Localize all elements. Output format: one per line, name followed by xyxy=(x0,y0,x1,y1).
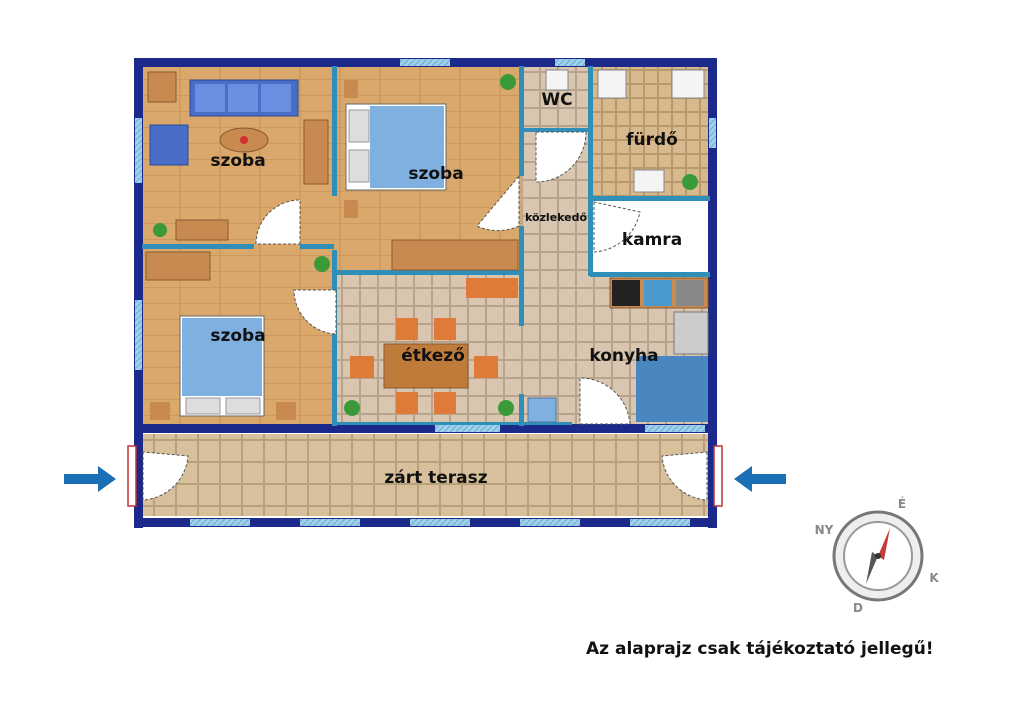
disclaimer-text: Az alaprajz csak tájékoztató jellegű! xyxy=(586,639,934,659)
furniture-room3 xyxy=(145,251,330,420)
arrow-left-icon xyxy=(734,466,786,492)
door-kitchen xyxy=(579,377,631,425)
door-pantry xyxy=(593,201,641,253)
door-room3 xyxy=(293,289,337,335)
label-room1: szoba xyxy=(210,151,265,171)
compass-south: D xyxy=(853,601,863,615)
furniture-room1 xyxy=(147,71,329,241)
label-terrace: zárt terasz xyxy=(384,468,487,488)
bathroom-fixtures xyxy=(545,69,705,193)
door-terrace-left xyxy=(142,451,189,501)
compass-west: NY xyxy=(815,523,834,537)
label-dining: étkező xyxy=(401,346,465,366)
label-wc: WC xyxy=(541,90,572,110)
inner-walls xyxy=(142,66,710,426)
compass-north: É xyxy=(898,496,906,511)
door-room2 xyxy=(476,174,520,232)
label-hallway: közlekedő xyxy=(525,211,588,224)
door-wc xyxy=(535,131,587,183)
door-room1 xyxy=(255,199,301,245)
label-bathroom: fürdő xyxy=(626,130,678,150)
label-room2: szoba xyxy=(408,164,463,184)
furniture-kitchen-dining xyxy=(344,174,709,423)
label-room3: szoba xyxy=(210,326,265,346)
terrace-sides xyxy=(127,445,723,507)
compass-east: K xyxy=(929,571,939,585)
arrow-right-icon xyxy=(64,466,116,492)
windows xyxy=(135,59,716,526)
doors xyxy=(142,131,708,501)
furniture-room2 xyxy=(344,74,519,271)
label-pantry: kamra xyxy=(622,230,682,250)
floor-terrace xyxy=(140,434,714,516)
entrance-arrows xyxy=(64,466,786,492)
door-terrace-right xyxy=(661,451,708,501)
label-kitchen: konyha xyxy=(589,346,658,366)
compass: É K D NY xyxy=(815,496,940,615)
